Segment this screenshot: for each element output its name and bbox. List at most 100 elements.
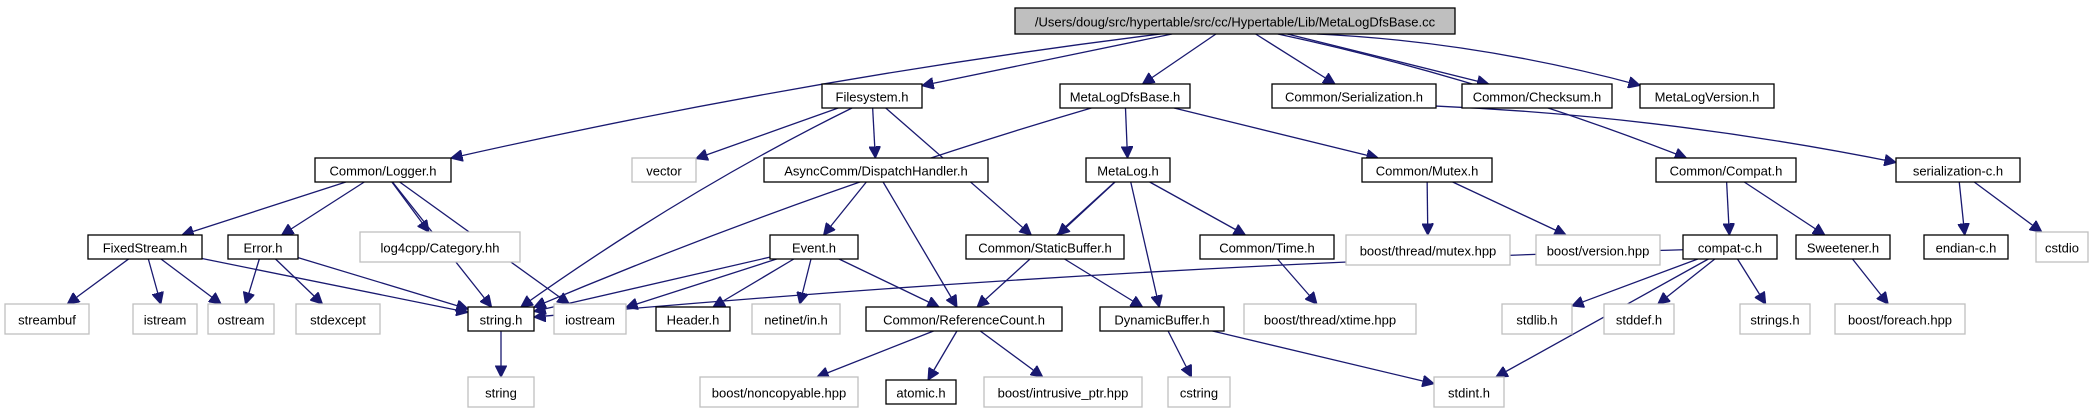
node-box xyxy=(1795,234,1891,260)
node-dynamicbuffer[interactable]: DynamicBuffer.h xyxy=(1099,306,1225,332)
node-cstdio: cstdio xyxy=(2035,231,2089,263)
node-box xyxy=(1361,157,1493,183)
node-box xyxy=(1059,83,1191,109)
node-stdint: stdint.h xyxy=(1433,376,1505,408)
edge-error-to-ostream xyxy=(246,258,260,304)
edge-mutex-to-boost_version xyxy=(1452,181,1566,235)
edge-root-to-filesystem xyxy=(922,33,1173,86)
node-label: Filesystem.h xyxy=(836,90,909,105)
node-box xyxy=(1099,306,1225,332)
node-box xyxy=(1167,376,1231,408)
node-label: string.h xyxy=(480,313,523,328)
node-logger[interactable]: Common/Logger.h xyxy=(314,157,452,183)
edge-root-to-serialization xyxy=(1255,33,1335,84)
node-label: boost/thread/mutex.hpp xyxy=(1360,244,1497,259)
node-dispatchhandler[interactable]: AsyncComm/DispatchHandler.h xyxy=(763,157,989,183)
node-label: stdexcept xyxy=(310,313,366,328)
node-endian_c[interactable]: endian-c.h xyxy=(1923,234,2009,260)
node-box xyxy=(1655,157,1797,183)
edge-filesystem-to-dispatchhandler xyxy=(873,107,876,158)
node-label: Common/Checksum.h xyxy=(1473,90,1602,105)
node-box xyxy=(1271,83,1437,109)
edge-logger-to-error xyxy=(282,181,365,235)
edge-root-to-logger xyxy=(451,33,1161,158)
edge-event-to-iostream xyxy=(626,258,777,307)
node-label: boost/foreach.hpp xyxy=(1848,313,1952,328)
node-cstring: cstring xyxy=(1167,376,1231,408)
node-label: Common/ReferenceCount.h xyxy=(883,313,1045,328)
node-label: cstdio xyxy=(2045,241,2079,256)
node-refcount[interactable]: Common/ReferenceCount.h xyxy=(865,306,1063,332)
node-label: MetaLog.h xyxy=(1097,164,1158,179)
node-box xyxy=(983,376,1143,408)
node-filesystem[interactable]: Filesystem.h xyxy=(821,83,923,109)
node-label: Common/Compat.h xyxy=(1670,164,1783,179)
node-event[interactable]: Event.h xyxy=(769,234,859,260)
node-metalogversion[interactable]: MetaLogVersion.h xyxy=(1639,83,1775,109)
edge-filesystem-to-vector xyxy=(696,107,839,159)
node-compat[interactable]: Common/Compat.h xyxy=(1655,157,1797,183)
node-label: boost/intrusive_ptr.hpp xyxy=(998,386,1129,401)
node-label: stdlib.h xyxy=(1516,313,1557,328)
node-serialization_c[interactable]: serialization-c.h xyxy=(1895,157,2021,183)
edge-compat_c-to-string_h xyxy=(534,249,1684,317)
node-box xyxy=(1535,234,1661,266)
node-sweetener[interactable]: Sweetener.h xyxy=(1795,234,1891,260)
edge-refcount-to-boost_intrusive xyxy=(979,330,1042,377)
node-ostream: ostream xyxy=(207,303,275,335)
node-time[interactable]: Common/Time.h xyxy=(1199,234,1335,260)
node-boost_noncopyable: boost/noncopyable.hpp xyxy=(699,376,859,408)
node-root[interactable]: /Users/doug/src/hypertable/src/cc/Hypert… xyxy=(1014,7,1456,35)
node-checksum[interactable]: Common/Checksum.h xyxy=(1461,83,1613,109)
node-fixedstream[interactable]: FixedStream.h xyxy=(87,234,203,260)
node-box xyxy=(553,303,627,335)
node-error[interactable]: Error.h xyxy=(227,234,299,260)
edge-event-to-netinet xyxy=(800,258,812,304)
node-string: string xyxy=(467,376,535,408)
node-label: ostream xyxy=(218,313,265,328)
node-box xyxy=(865,306,1063,332)
node-compat_c[interactable]: compat-c.h xyxy=(1682,234,1778,260)
edge-filesystem-to-string_h xyxy=(521,107,853,307)
node-stdexcept: stdexcept xyxy=(295,303,381,335)
node-label: Common/StaticBuffer.h xyxy=(978,241,1111,256)
node-boost_version: boost/version.hpp xyxy=(1535,234,1661,266)
node-box xyxy=(2035,231,2089,263)
node-staticbuffer[interactable]: Common/StaticBuffer.h xyxy=(965,234,1125,260)
node-label: MetaLogVersion.h xyxy=(1655,90,1760,105)
edge-metalog-to-time xyxy=(1149,181,1246,235)
edge-error-to-string_h xyxy=(297,256,468,309)
node-box xyxy=(1923,234,2009,260)
node-box xyxy=(359,231,521,263)
edge-metalogdfsbase_h-to-metalog xyxy=(1125,107,1127,158)
node-label: boost/thread/xtime.hpp xyxy=(1264,313,1396,328)
node-label: AsyncComm/DispatchHandler.h xyxy=(784,164,968,179)
node-label: stddef.h xyxy=(1616,313,1662,328)
node-header[interactable]: Header.h xyxy=(655,306,731,332)
node-label: boost/version.hpp xyxy=(1547,244,1650,259)
edge-fixedstream-to-istream xyxy=(147,258,161,304)
node-vector: vector xyxy=(631,157,697,183)
node-serialization[interactable]: Common/Serialization.h xyxy=(1271,83,1437,109)
edge-compat_c-to-strings xyxy=(1736,258,1766,304)
node-box xyxy=(763,157,989,183)
edge-fixedstream-to-streambuf xyxy=(67,258,130,304)
node-strings: strings.h xyxy=(1739,303,1811,335)
node-box xyxy=(769,234,859,260)
edge-compat-to-compat_c xyxy=(1727,181,1730,235)
node-label: /Users/doug/src/hypertable/src/cc/Hypert… xyxy=(1035,15,1436,30)
node-boost_intrusive: boost/intrusive_ptr.hpp xyxy=(983,376,1143,408)
node-metalogdfsbase_h[interactable]: MetaLogDfsBase.h xyxy=(1059,83,1191,109)
node-string_h[interactable]: string.h xyxy=(467,306,535,332)
edge-event-to-refcount xyxy=(838,258,939,307)
node-box xyxy=(821,83,923,109)
node-label: Common/Time.h xyxy=(1219,241,1315,256)
node-label: cstring xyxy=(1180,386,1218,401)
node-box xyxy=(314,157,452,183)
node-atomic[interactable]: atomic.h xyxy=(885,379,957,405)
node-box xyxy=(1501,303,1573,335)
node-metalog[interactable]: MetaLog.h xyxy=(1085,157,1171,183)
node-mutex[interactable]: Common/Mutex.h xyxy=(1361,157,1493,183)
node-streambuf: streambuf xyxy=(4,303,90,335)
